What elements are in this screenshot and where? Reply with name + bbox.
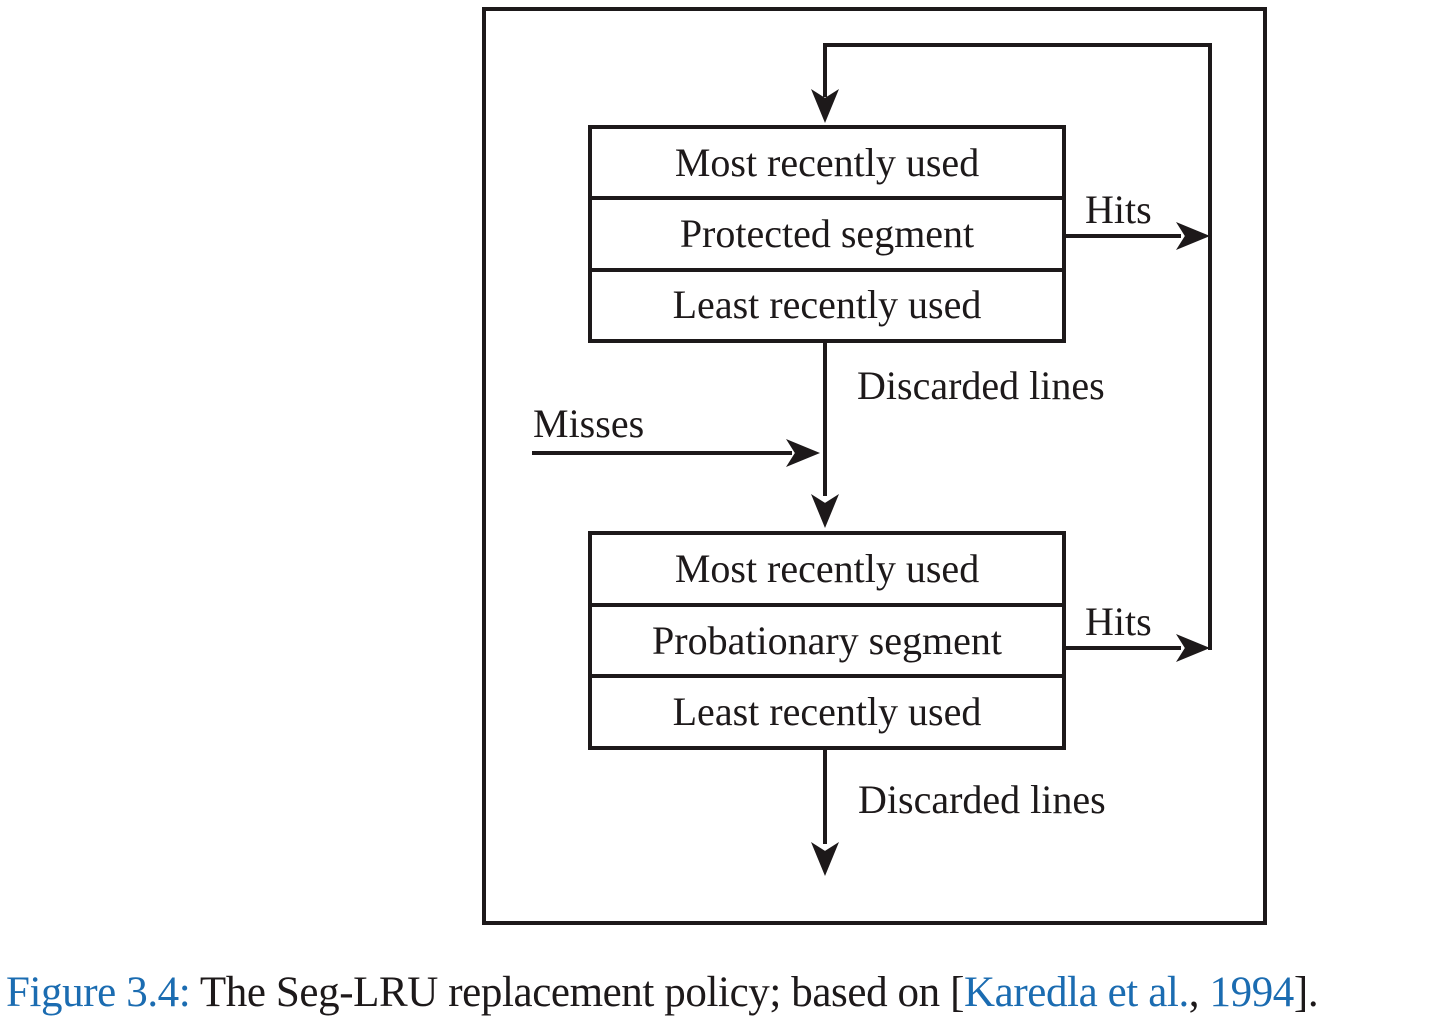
citation-year-link[interactable]: 1994 bbox=[1209, 969, 1295, 1016]
figure-number-link[interactable]: Figure 3.4: bbox=[6, 969, 200, 1016]
citation-separator: , bbox=[1188, 969, 1210, 1016]
discarded-lines-top-label: Discarded lines bbox=[857, 363, 1105, 408]
probationary-row-title-label: Probationary segment bbox=[652, 617, 1002, 663]
probationary-row-mru-label: Most recently used bbox=[674, 545, 980, 591]
probationary-row-lru: Least recently used bbox=[592, 674, 1062, 746]
misses-arrow-line bbox=[532, 451, 792, 455]
loop-line-top bbox=[823, 43, 1212, 47]
probationary-row-lru-label: Least recently used bbox=[672, 689, 982, 735]
loop-line-drop bbox=[823, 45, 827, 97]
discarded-lines-bottom-label: Discarded lines bbox=[858, 777, 1106, 822]
caption-text: The Seg-LRU replacement policy; based on… bbox=[199, 969, 965, 1016]
figure-caption: Figure 3.4: The Seg-LRU replacement poli… bbox=[6, 966, 1440, 1020]
loop-line-right bbox=[1208, 43, 1212, 650]
hits-top-label: Hits bbox=[1085, 187, 1152, 232]
citation-authors-link[interactable]: Karedla et al. bbox=[964, 969, 1189, 1016]
probationary-row-title: Probationary segment bbox=[592, 602, 1062, 675]
discard-top-line bbox=[823, 341, 827, 496]
protected-row-mru: Most recently used bbox=[592, 129, 1062, 196]
probationary-segment-box: Most recently used Probationary segment … bbox=[588, 531, 1066, 750]
protected-row-title: Protected segment bbox=[592, 196, 1062, 267]
hits-bottom-label: Hits bbox=[1085, 599, 1152, 644]
probationary-row-mru: Most recently used bbox=[592, 535, 1062, 603]
hits-top-arrow-line bbox=[1066, 234, 1181, 238]
protected-row-title-label: Protected segment bbox=[679, 210, 975, 256]
protected-row-mru-label: Most recently used bbox=[674, 139, 980, 185]
discard-bottom-line bbox=[823, 748, 827, 844]
caption-text-end: ]. bbox=[1293, 969, 1319, 1016]
protected-row-lru: Least recently used bbox=[592, 267, 1062, 339]
protected-row-lru-label: Least recently used bbox=[672, 282, 982, 328]
misses-label: Misses bbox=[533, 401, 645, 446]
hits-bottom-arrow-line bbox=[1066, 646, 1181, 650]
protected-segment-box: Most recently used Protected segment Lea… bbox=[588, 125, 1066, 343]
